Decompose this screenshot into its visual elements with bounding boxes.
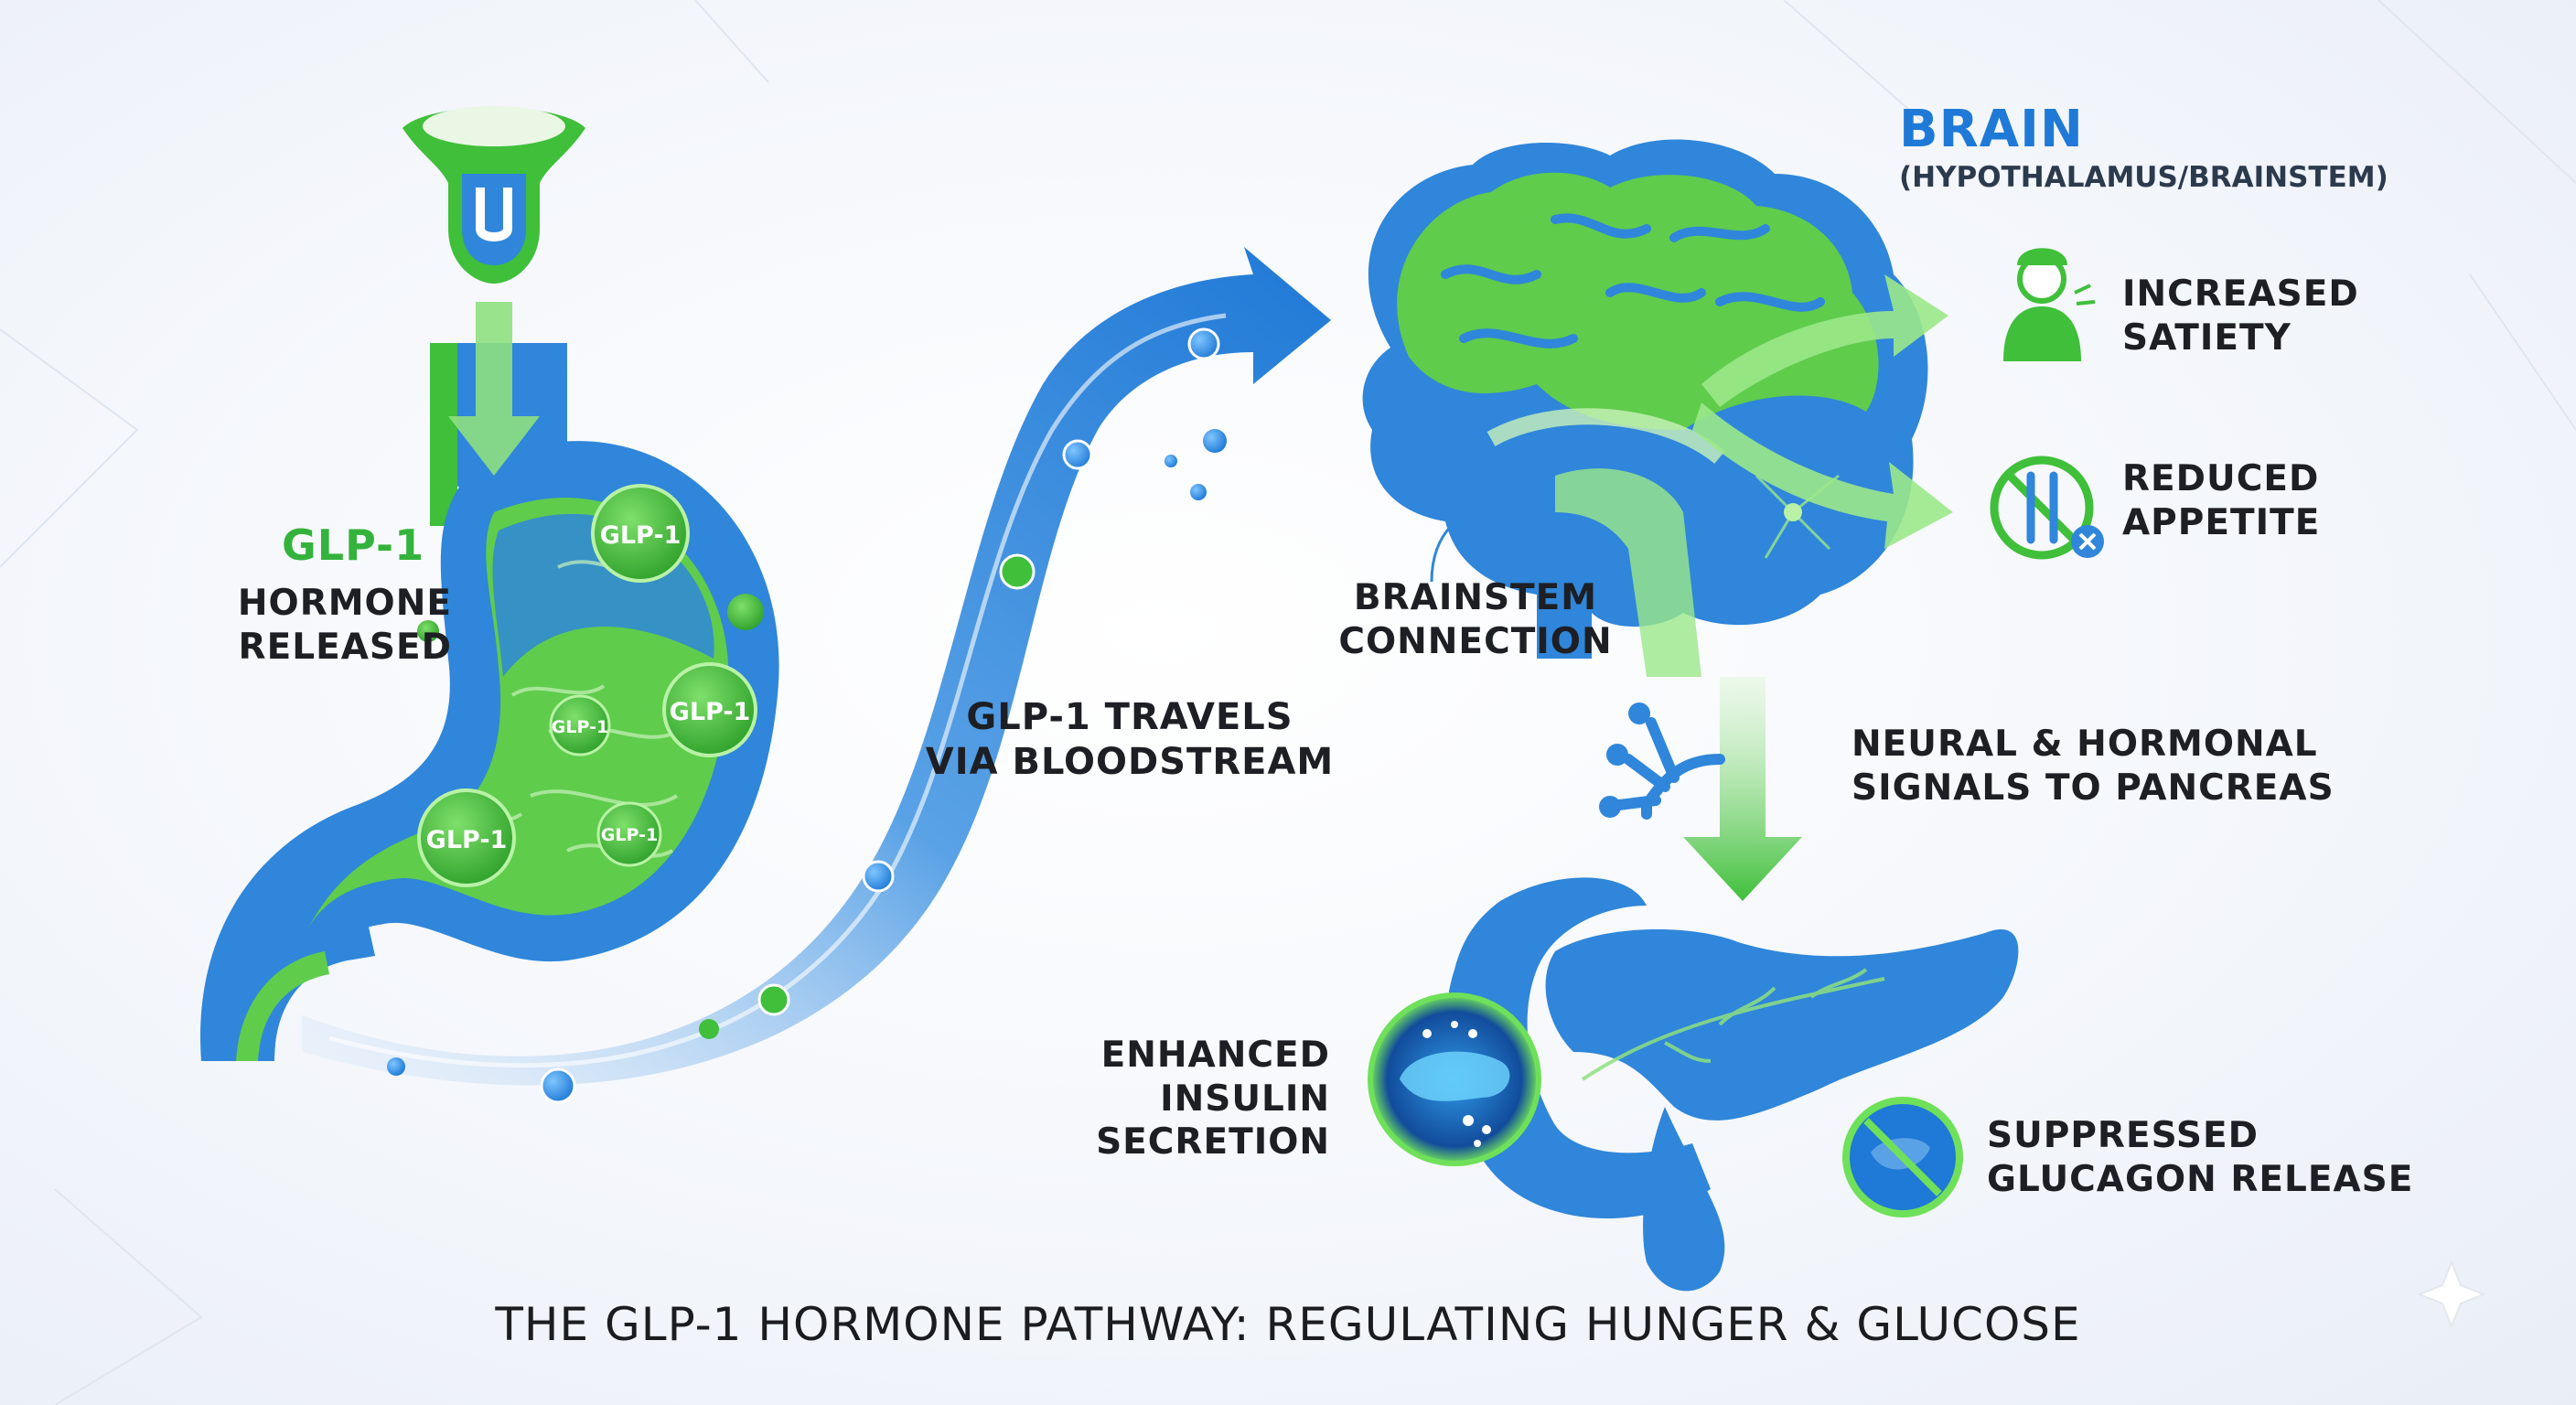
insulin-cell-icon: [1368, 992, 1541, 1166]
glucagon-line1: SUPPRESSED: [1987, 1115, 2259, 1156]
enhanced-insulin-label: ENHANCED INSULIN SECRETION: [1052, 1034, 1330, 1164]
molecule-label: GLP-1: [601, 825, 658, 845]
insulin-line1: ENHANCED: [1100, 1035, 1330, 1076]
no-food-icon: [1990, 456, 2104, 560]
molecule-label: GLP-1: [600, 521, 682, 550]
neural-signals-label: NEURAL & HORMONAL SIGNALS TO PANCREAS: [1852, 723, 2334, 810]
signal-down-arrow: [1683, 677, 1802, 901]
bloodstream-line1: GLP-1 TRAVELS: [966, 696, 1293, 738]
person-satiety-icon: [2003, 248, 2096, 361]
glp1-molecules: [417, 484, 764, 887]
brain-title: BRAIN: [1899, 100, 2084, 159]
signals-line1: NEURAL & HORMONAL: [1852, 724, 2318, 765]
glucagon-line2: GLUCAGON RELEASE: [1987, 1158, 2414, 1200]
increased-satiety-label: INCREASED SATIETY: [2122, 273, 2359, 359]
brain-effect-arrows: [1692, 274, 1953, 549]
glp1-title: GLP-1: [282, 520, 425, 570]
brainstem-line2: CONNECTION: [1338, 620, 1613, 662]
sparkle-icon: [2417, 1260, 2486, 1329]
signals-line2: SIGNALS TO PANCREAS: [1852, 767, 2334, 809]
brainstem-connection-label: BRAINSTEM CONNECTION: [1325, 576, 1626, 663]
glucagon-suppressed-icon: [1842, 1097, 1963, 1217]
brain: [1362, 139, 1928, 677]
mouth-icon: [402, 106, 585, 284]
stomach: [200, 302, 779, 1062]
bloodstream-particles: [387, 327, 1227, 1104]
released-line: RELEASED: [238, 626, 452, 668]
satiety-line2: SATIETY: [2122, 316, 2292, 359]
brainstem-pointer: [1430, 499, 1501, 583]
bloodstream-label: GLP-1 TRAVELS VIA BLOODSTREAM: [915, 695, 1345, 785]
molecule-label: GLP-1: [426, 826, 508, 854]
nerve-icon: [1614, 717, 1725, 820]
molecule-label: GLP-1: [552, 717, 608, 737]
molecule-label: GLP-1: [670, 698, 751, 726]
reduced-appetite-label: REDUCED APPETITE: [2122, 457, 2320, 544]
bloodstream-line2: VIA BLOODSTREAM: [925, 740, 1335, 783]
insulin-line2: INSULIN: [1160, 1078, 1330, 1120]
satiety-line1: INCREASED: [2122, 273, 2359, 315]
insulin-line3: SECRETION: [1096, 1121, 1330, 1164]
suppressed-glucagon-label: SUPPRESSED GLUCAGON RELEASE: [1987, 1114, 2413, 1201]
hormone-released-label: HORMONE RELEASED: [229, 582, 452, 669]
brainstem-line1: BRAINSTEM: [1353, 577, 1598, 618]
appetite-line1: REDUCED: [2122, 458, 2320, 499]
brain-subtitle: (HYPOTHALAMUS/BRAINSTEM): [1899, 161, 2388, 194]
hormone-line: HORMONE: [237, 583, 452, 624]
appetite-line2: APPETITE: [2122, 501, 2321, 543]
figure-caption: THE GLP-1 HORMONE PATHWAY: REGULATING HU…: [495, 1298, 2081, 1351]
